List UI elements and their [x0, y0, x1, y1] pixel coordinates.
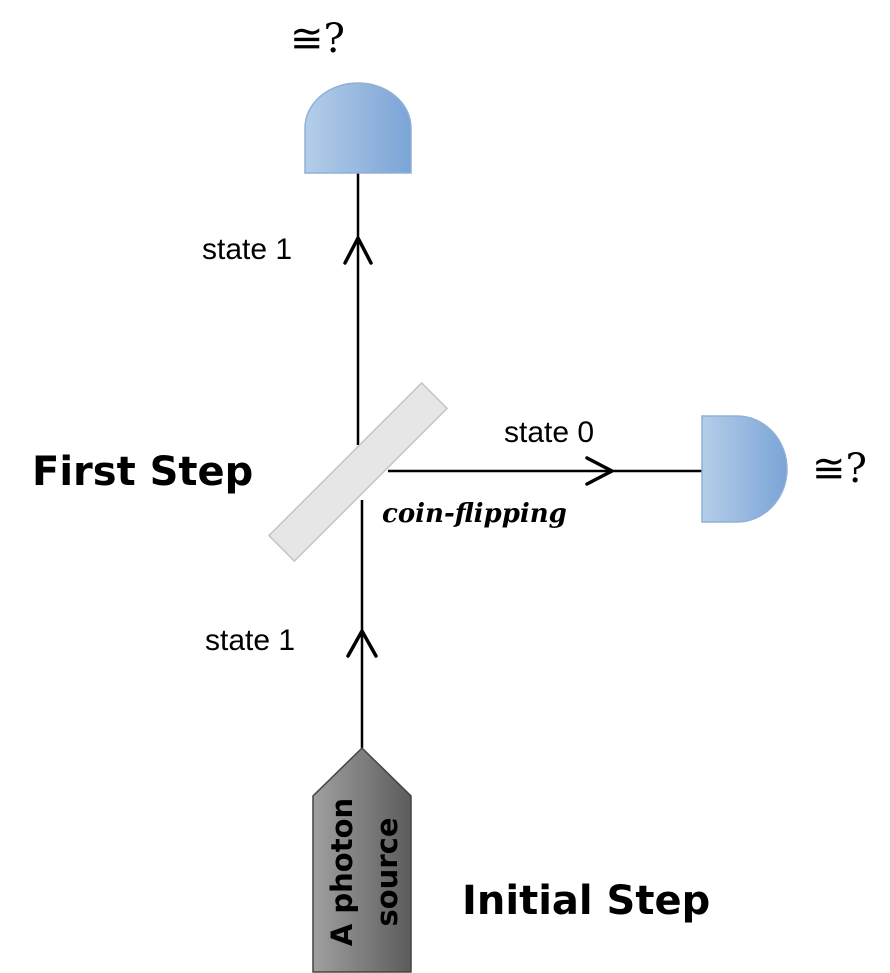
arrowhead-up-bottom [346, 629, 378, 658]
photon-source-line2: source [370, 818, 404, 927]
state-label-bottom: state 1 [205, 624, 295, 657]
right-detector-reading: ≅? [812, 446, 867, 492]
right-detector [701, 415, 788, 523]
state-label-right: state 0 [504, 416, 594, 449]
photon-source-label: A photon source [325, 798, 404, 946]
arrowhead-right [585, 456, 614, 486]
arrowhead-up-top [343, 236, 373, 265]
first-step-label: First Step [32, 449, 253, 495]
beam-splitter [267, 381, 449, 563]
top-detector-reading: ≅? [290, 16, 345, 62]
photon-source [312, 746, 412, 973]
top-detector [304, 82, 412, 174]
photon-source-line1: A photon [325, 798, 359, 946]
state-label-top: state 1 [202, 233, 292, 266]
initial-step-label: Initial Step [462, 878, 710, 924]
beam-splitter-label: coin-flipping [382, 499, 567, 529]
